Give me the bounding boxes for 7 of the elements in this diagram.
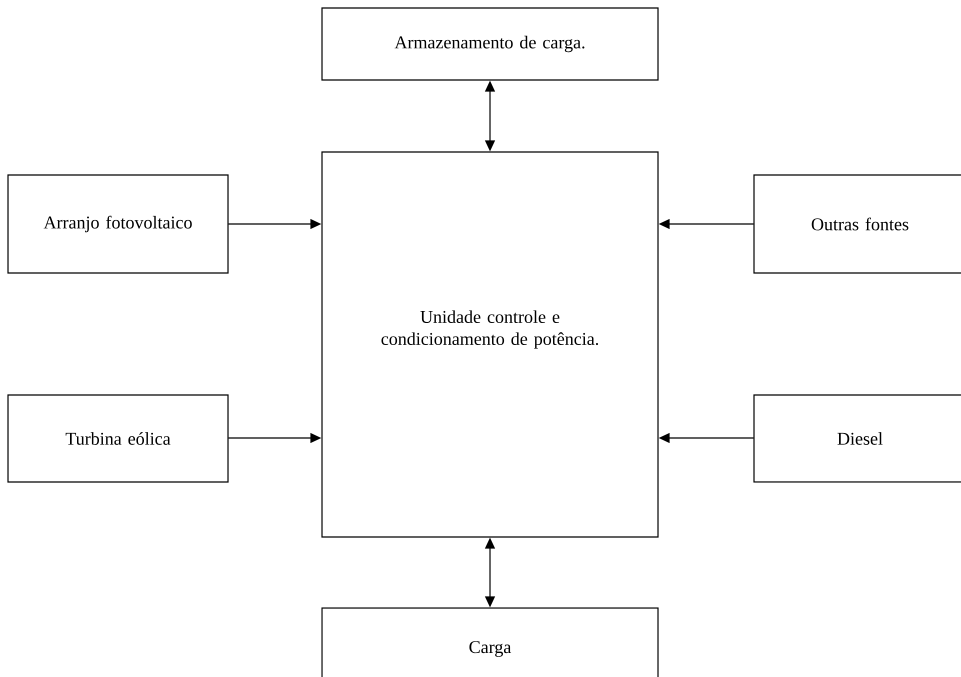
box: Outras fontes: [753, 174, 961, 274]
box: Unidade controle e condicionamento de potência.: [321, 151, 659, 538]
box: Diesel: [753, 394, 961, 483]
box: Carga: [321, 607, 659, 677]
box: Armazenamento de carga.: [321, 7, 659, 81]
box: Arranjo fotovoltaico: [7, 174, 229, 274]
box: Turbina eólica: [7, 394, 229, 483]
